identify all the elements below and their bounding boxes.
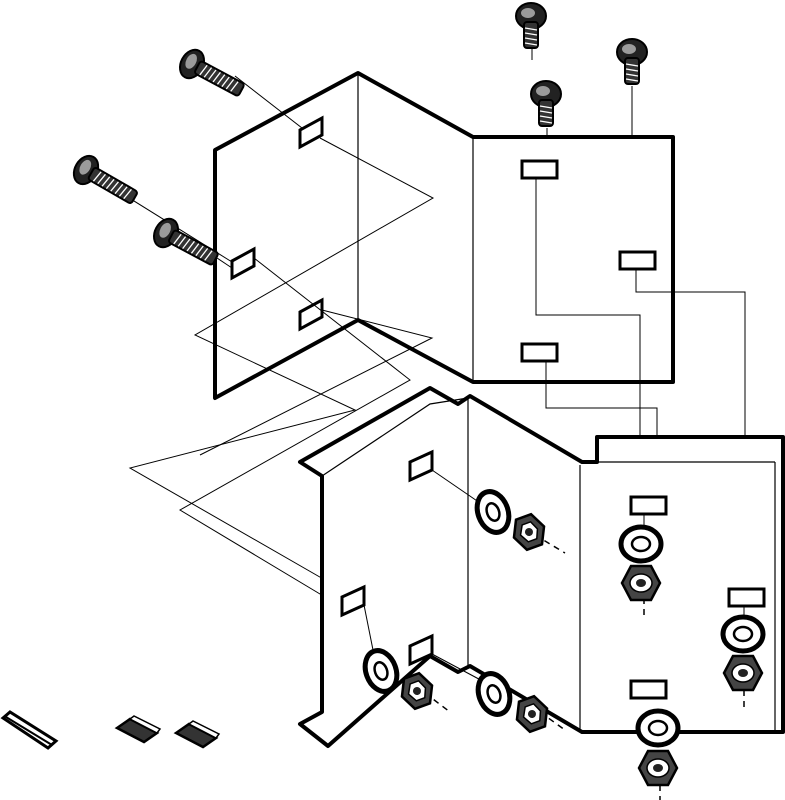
lower-slot-6 (629, 679, 668, 700)
carriage-bolt-vertical-2 (530, 80, 562, 127)
upper-slot-right-top (520, 159, 559, 180)
lower-slot-5 (727, 587, 766, 608)
carriage-bolt-3 (148, 213, 224, 274)
lower-bracket (298, 386, 785, 748)
upper-slot-right-mid (618, 250, 657, 271)
hex-nut-4 (620, 564, 662, 602)
upper-slot-right-bottom (520, 342, 559, 363)
flat-washer-4 (621, 527, 661, 561)
clip-1 (114, 715, 162, 744)
flat-washer-6 (638, 711, 678, 745)
carriage-bolt-1 (174, 44, 250, 105)
carriage-bolt-2 (67, 150, 143, 212)
lower-slot-4 (629, 495, 668, 516)
carriage-bolt-vertical-3 (616, 38, 648, 85)
pin (0, 710, 59, 750)
hex-nut-5 (722, 654, 764, 692)
clip-2 (173, 720, 221, 749)
upper-slot-top (298, 115, 324, 150)
upper-bracket (213, 71, 675, 400)
carriage-bolt-vertical-1 (515, 2, 547, 49)
upper-slot-mid (230, 246, 256, 281)
flat-washer-5 (723, 617, 763, 651)
hex-nut-6 (637, 749, 679, 787)
alignment-lines (125, 48, 746, 601)
